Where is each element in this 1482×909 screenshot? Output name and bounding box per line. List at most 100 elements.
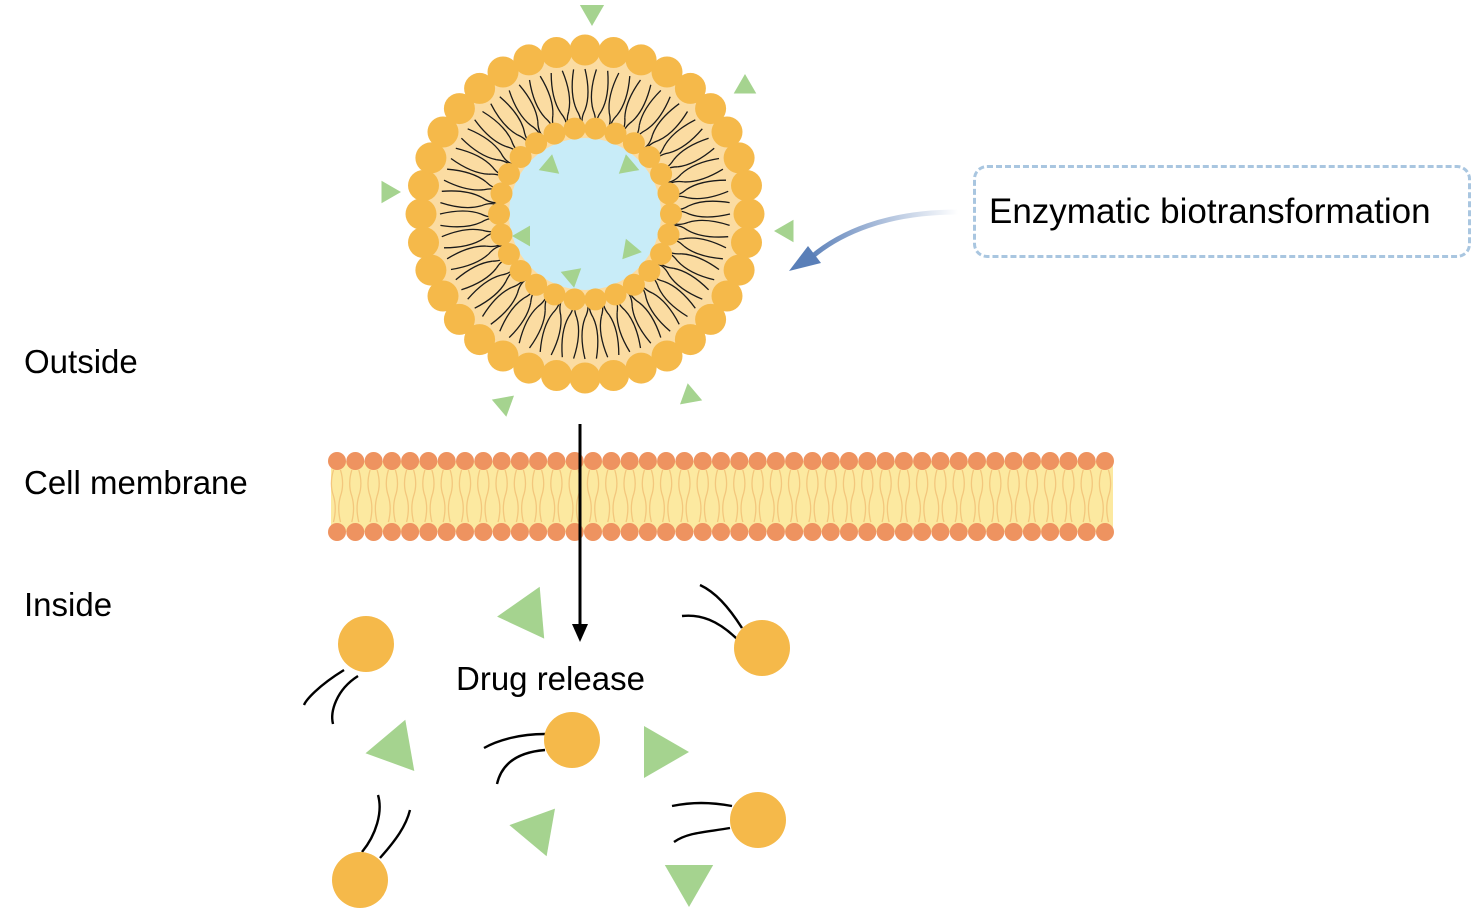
- membrane-lipid-tail: [722, 469, 728, 523]
- lipid-tail-outer: [455, 147, 493, 168]
- membrane-lipid-tail: [440, 469, 446, 523]
- membrane-lipid-tail: [740, 469, 746, 523]
- lipid-head: [513, 44, 545, 76]
- membrane-head-bottom: [1096, 523, 1114, 541]
- membrane-lipid-tail: [952, 469, 958, 523]
- inside-label: Inside: [24, 586, 113, 623]
- free-lipid-tail: [681, 614, 739, 641]
- membrane-lipid-tail: [649, 469, 655, 523]
- membrane-lipid-tail: [989, 469, 995, 523]
- free-lipid-tail: [673, 826, 731, 843]
- lipid-head: [405, 198, 437, 230]
- membrane-lipid-tail: [568, 469, 574, 523]
- membrane-head-bottom: [1041, 523, 1060, 541]
- lipid-tail-outer: [467, 128, 502, 154]
- membrane-lipid-tail: [678, 469, 684, 523]
- membrane-head-top: [584, 452, 602, 470]
- lipid-tail-outer: [528, 310, 546, 349]
- lipid-tail-outer: [584, 68, 589, 111]
- free-lipid-tail: [671, 801, 733, 808]
- cell-membrane-heads: [328, 452, 1114, 541]
- lipid-tail-outer: [481, 286, 512, 317]
- lipid-tail-outer: [499, 297, 525, 332]
- membrane-lipid-tail: [477, 469, 483, 523]
- lipid-tail-outer: [685, 179, 727, 191]
- membrane-head-bottom: [602, 523, 621, 541]
- membrane-head-top: [1096, 452, 1114, 470]
- membrane-head-top: [364, 452, 383, 470]
- membrane-lipid-tail: [338, 469, 344, 523]
- membrane-lipid-tail: [813, 469, 819, 523]
- membrane-lipid-tail: [714, 469, 720, 523]
- membrane-head-bottom: [766, 523, 785, 541]
- membrane-lipid-tail: [1043, 469, 1049, 523]
- membrane-head-bottom: [949, 523, 968, 541]
- membrane-lipid-tail: [385, 469, 391, 523]
- membrane-lipid-tail: [941, 469, 947, 523]
- membrane-head-bottom: [1077, 523, 1096, 541]
- lipid-tail-outer: [550, 72, 562, 114]
- lipid-tail-outer: [518, 84, 539, 122]
- membrane-lipid-tail: [886, 469, 892, 523]
- membrane-lipid-tail: [934, 469, 940, 523]
- membrane-lipid-tail: [915, 469, 921, 523]
- membrane-head-bottom: [419, 523, 438, 541]
- free-lipid-head: [332, 852, 388, 908]
- membrane-lipid-tail: [897, 469, 903, 523]
- membrane-lipid-tail: [1069, 469, 1075, 523]
- lipid-tail-outer: [631, 306, 652, 344]
- membrane-head-top: [346, 452, 365, 470]
- free-lipid-tail: [361, 794, 381, 853]
- membrane-head-top: [748, 452, 767, 470]
- lipid-head: [464, 324, 496, 356]
- lipid-head: [622, 273, 645, 296]
- lipid-tail-outer: [440, 201, 482, 209]
- lipid-head: [731, 170, 762, 201]
- membrane-head-top: [913, 452, 932, 470]
- lipid-head: [415, 142, 447, 174]
- free-lipid-tail: [483, 732, 546, 750]
- membrane-head-top: [693, 452, 712, 470]
- lipid-tail-outer: [499, 96, 525, 131]
- lipid-tail-outer: [638, 302, 662, 338]
- membrane-lipid-tail: [521, 469, 527, 523]
- membrane-head-bottom: [840, 523, 858, 541]
- lipid-head: [509, 146, 532, 168]
- lipid-head: [563, 288, 586, 311]
- membrane-lipid-tail: [458, 469, 464, 523]
- membrane-lipid-tail: [758, 469, 764, 523]
- lipid-tail-outer: [490, 103, 518, 136]
- membrane-head-bottom: [1059, 523, 1078, 541]
- membrane-lipid-tail: [422, 469, 428, 523]
- lipid-head: [723, 142, 755, 174]
- membrane-head-bottom: [785, 523, 804, 541]
- membrane-head-top: [657, 452, 676, 470]
- lipid-tail-outer: [599, 316, 609, 358]
- lipid-tail-outer: [608, 72, 620, 113]
- membrane-head-top: [785, 452, 804, 470]
- lipid-head: [695, 93, 727, 125]
- free-lipid-head: [544, 712, 600, 768]
- membrane-head-bottom: [474, 523, 493, 541]
- membrane-lipid-tail: [787, 469, 793, 523]
- membrane-lipid-tail: [605, 469, 611, 523]
- membrane-lipid-tail: [447, 469, 453, 523]
- membrane-lipid-tail: [769, 469, 775, 523]
- membrane-head-top: [894, 452, 913, 470]
- lipid-head: [509, 260, 532, 282]
- lipid-head: [674, 324, 706, 356]
- membrane-head-top: [437, 452, 456, 470]
- membrane-head-top: [858, 452, 877, 470]
- lipid-head: [674, 72, 706, 104]
- membrane-head-bottom: [693, 523, 712, 541]
- membrane-lipid-tail: [733, 469, 739, 523]
- drug-triangle: [538, 154, 560, 174]
- lipid-head: [541, 360, 572, 391]
- free-lipid-tail: [379, 809, 412, 859]
- membrane-head-bottom: [492, 523, 511, 541]
- lipid-head: [695, 303, 727, 335]
- lipid-tail-outer: [561, 316, 570, 358]
- membrane-lipid-tail: [879, 469, 885, 523]
- lipid-tail-outer: [638, 89, 662, 126]
- lipid-tail-outer: [528, 79, 546, 119]
